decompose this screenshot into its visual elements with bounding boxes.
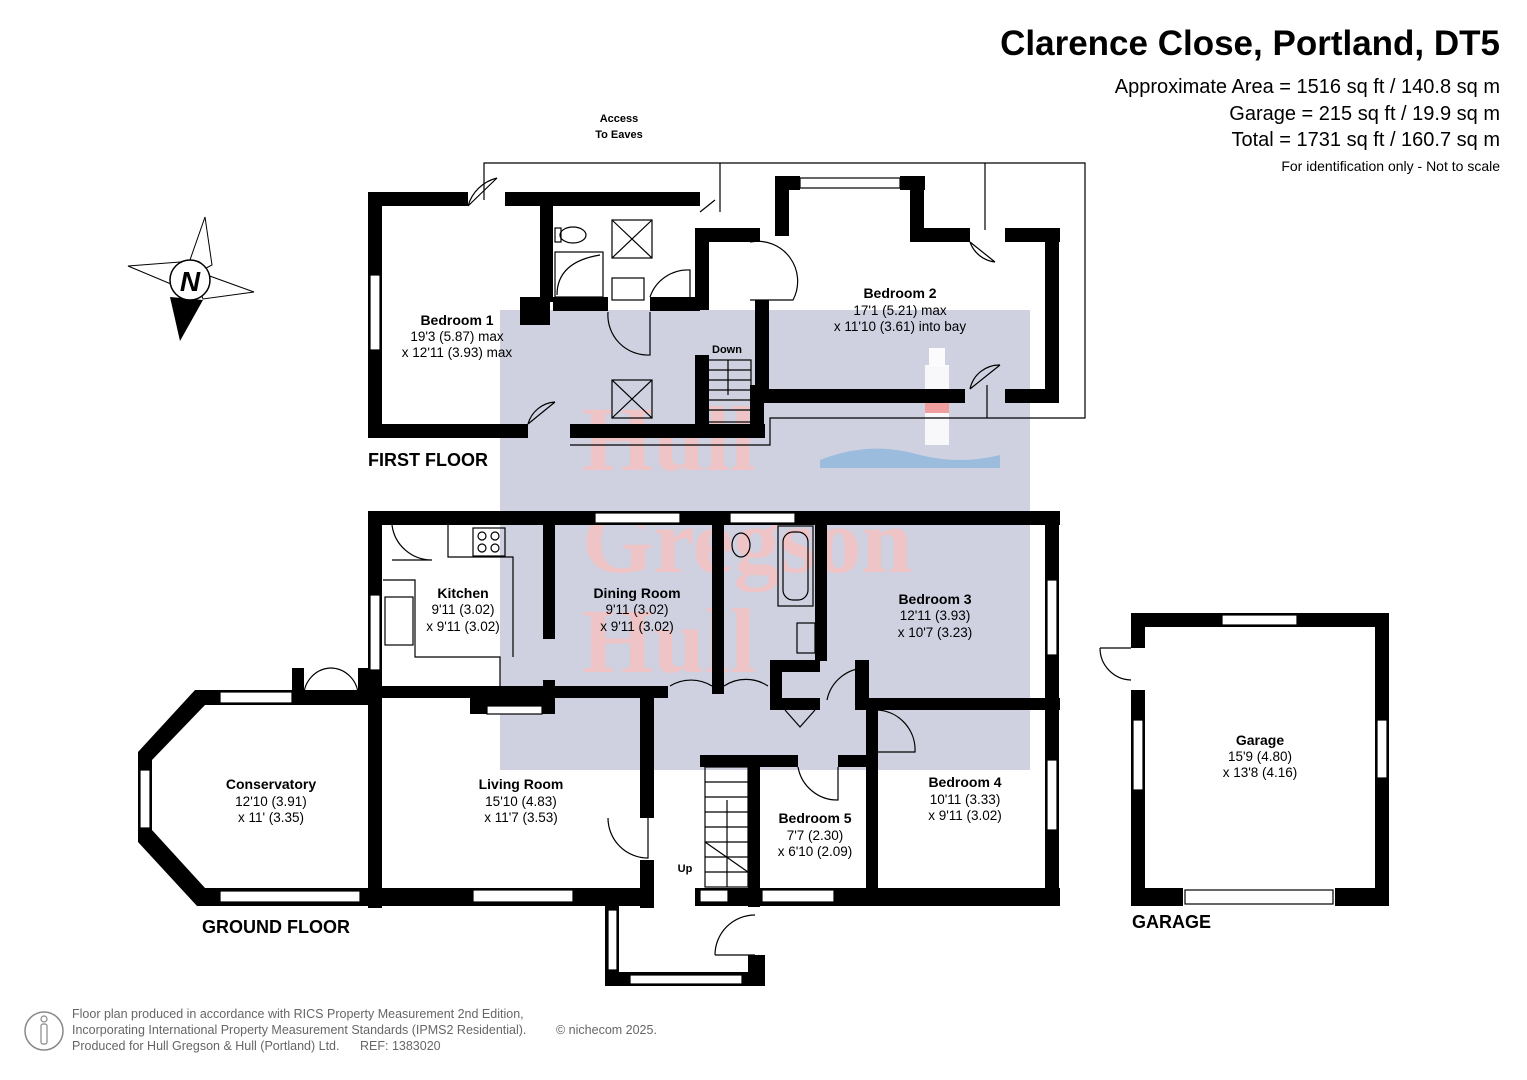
room-conservatory-dim1: 12'10 (3.91) bbox=[235, 794, 307, 809]
page-title: Clarence Close, Portland, DT5 bbox=[1000, 24, 1500, 63]
watermark-line-2: Gregson bbox=[582, 490, 913, 592]
room-bedroom-4-dim2: x 9'11 (3.02) bbox=[928, 808, 1002, 823]
footer: Floor plan produced in accordance with R… bbox=[24, 1007, 657, 1053]
header: Clarence Close, Portland, DT5 Approximat… bbox=[1000, 24, 1500, 174]
footer-line-3: Produced for Hull Gregson & Hull (Portla… bbox=[72, 1039, 340, 1053]
room-kitchen-dim1: 9'11 (3.02) bbox=[431, 602, 494, 617]
footer-ref: REF: 1383020 bbox=[360, 1039, 441, 1053]
garage-label: GARAGE bbox=[1132, 912, 1211, 932]
compass-label: N bbox=[180, 266, 201, 297]
first-floor-plan: Down Access To Eaves Bedroom 1 19'3 (5.8… bbox=[368, 113, 1086, 470]
room-bedroom-3-name: Bedroom 3 bbox=[898, 591, 971, 607]
scale-note: For identification only - Not to scale bbox=[1281, 158, 1500, 174]
access-label-1: Access bbox=[600, 113, 639, 125]
first-floor-label: FIRST FLOOR bbox=[368, 450, 488, 470]
room-garage-dim1: 15'9 (4.80) bbox=[1228, 749, 1292, 764]
room-living-room-dim1: 15'10 (4.83) bbox=[485, 794, 557, 809]
person-icon bbox=[24, 1011, 64, 1051]
room-bedroom-5-dim2: x 6'10 (2.09) bbox=[778, 844, 853, 859]
room-conservatory-name: Conservatory bbox=[226, 776, 316, 792]
room-bedroom-5-dim1: 7'7 (2.30) bbox=[787, 828, 844, 843]
garage-plan: Garage 15'9 (4.80) x 13'8 (4.16) GARAGE bbox=[1099, 613, 1389, 932]
room-bedroom-2-dim1: 17'1 (5.21) max bbox=[853, 303, 947, 318]
garage-area: Garage = 215 sq ft / 19.9 sq m bbox=[1229, 103, 1500, 125]
room-bedroom-2-dim2: x 11'10 (3.61) into bay bbox=[834, 319, 966, 334]
room-bedroom-4-dim1: 10'11 (3.33) bbox=[930, 792, 1001, 807]
room-bedroom-5-name: Bedroom 5 bbox=[778, 810, 851, 826]
footer-line-2: Incorporating International Property Mea… bbox=[72, 1023, 526, 1037]
room-bedroom-2-name: Bedroom 2 bbox=[863, 285, 936, 301]
room-bedroom-4-name: Bedroom 4 bbox=[928, 774, 1001, 790]
total-area: Total = 1731 sq ft / 160.7 sq m bbox=[1232, 129, 1501, 151]
room-conservatory-dim2: x 11' (3.35) bbox=[238, 810, 304, 825]
room-bedroom-3-dim2: x 10'7 (3.23) bbox=[898, 625, 973, 640]
watermark-line-1: Hull bbox=[582, 388, 756, 490]
lighthouse-icon bbox=[820, 348, 1000, 468]
room-dining-room-dim2: x 9'11 (3.02) bbox=[600, 619, 674, 634]
watermark-line-3: Hull bbox=[582, 590, 756, 692]
room-dining-room-dim1: 9'11 (3.02) bbox=[605, 602, 668, 617]
compass-icon: N bbox=[127, 216, 255, 341]
footer-copyright: © nichecom 2025. bbox=[556, 1023, 657, 1037]
approximate-area: Approximate Area = 1516 sq ft / 140.8 sq… bbox=[1115, 76, 1500, 98]
footer-line-1: Floor plan produced in accordance with R… bbox=[72, 1007, 524, 1021]
room-kitchen-dim2: x 9'11 (3.02) bbox=[426, 619, 500, 634]
ground-floor-label: GROUND FLOOR bbox=[202, 917, 350, 937]
ground-floor-stairs-label: Up bbox=[678, 863, 693, 875]
room-living-room-dim2: x 11'7 (3.53) bbox=[484, 810, 558, 825]
ground-floor-plan: Up Kitchen bbox=[138, 511, 1060, 986]
access-label-2: To Eaves bbox=[595, 129, 643, 141]
eaves-access-line bbox=[483, 162, 1086, 446]
room-bedroom-1-name: Bedroom 1 bbox=[420, 312, 493, 328]
room-living-room-name: Living Room bbox=[479, 776, 564, 792]
room-bedroom-3-dim1: 12'11 (3.93) bbox=[900, 608, 971, 623]
room-dining-room-name: Dining Room bbox=[593, 585, 680, 601]
room-garage-name: Garage bbox=[1236, 732, 1284, 748]
room-kitchen-name: Kitchen bbox=[437, 585, 488, 601]
room-bedroom-1-dim1: 19'3 (5.87) max bbox=[410, 329, 504, 344]
first-floor-stairs-label: Down bbox=[712, 344, 742, 356]
room-garage-dim2: x 13'8 (4.16) bbox=[1223, 765, 1298, 780]
room-bedroom-1-dim2: x 12'11 (3.93) max bbox=[402, 345, 513, 360]
